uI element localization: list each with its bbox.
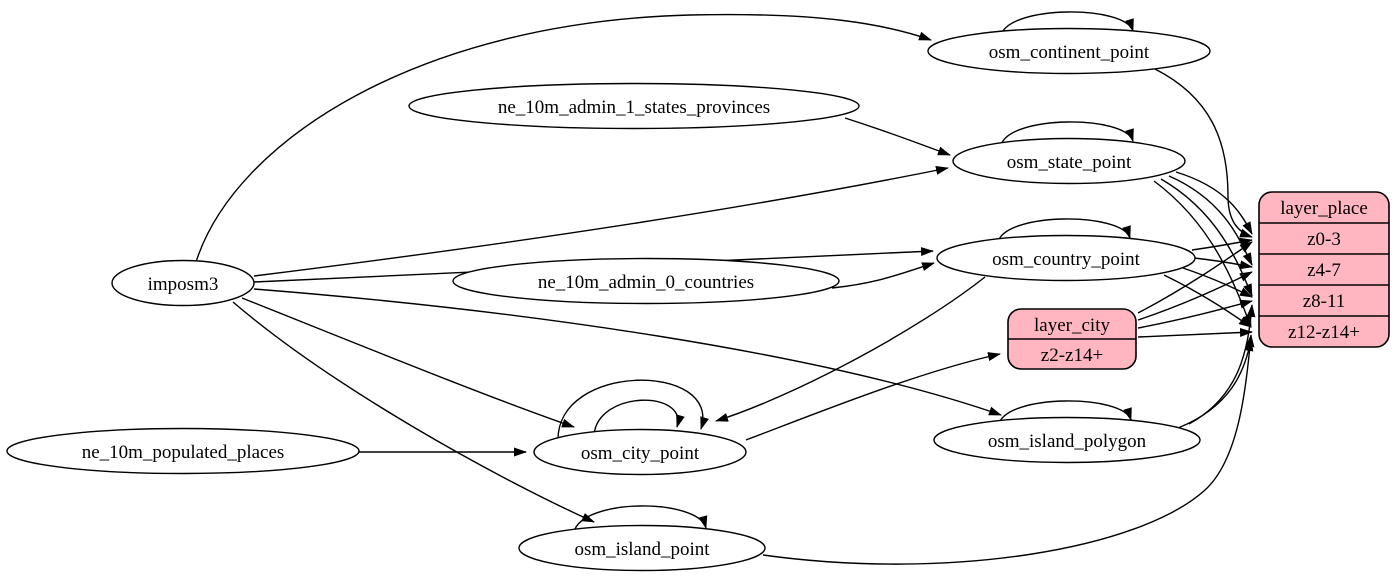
- edge-layer_city-layer_place-z8-11: [1137, 299, 1253, 329]
- node-ne_10m_admin_0_countries-shape: [452, 257, 840, 305]
- record-layer_city-header: layer_city: [1034, 315, 1110, 336]
- node-ne_10m_admin_0_countries-label: ne_10m_admin_0_countries: [538, 272, 754, 293]
- edge-layer_city-layer_place-z0-3: [1137, 241, 1253, 314]
- node-osm_country_point-shape: [936, 234, 1196, 282]
- node-ne_10m_admin_1_states_provinces: ne_10m_admin_1_states_provinces: [408, 82, 860, 130]
- edge-layer_city-layer_place-z4-7: [1137, 271, 1253, 321]
- edge-osm_city_point-layer_city: [745, 352, 1001, 441]
- node-ne_10m_admin_1_states_provinces-label: ne_10m_admin_1_states_provinces: [498, 97, 770, 118]
- node-ne_10m_admin_1_states_provinces-shape: [408, 82, 860, 130]
- node-imposm3: imposm3: [111, 259, 255, 307]
- node-imposm3-label: imposm3: [148, 274, 219, 295]
- self-loop-osm_island_point: [573, 505, 708, 533]
- self-loop-osm_country_point: [997, 218, 1131, 243]
- edge-osm_continent_point-layer_place-z0-3: [1154, 68, 1253, 238]
- node-osm_island_polygon: osm_island_polygon: [933, 416, 1201, 464]
- record-layer_place-box: [1258, 191, 1390, 348]
- node-osm_island_point: osm_island_point: [518, 524, 766, 572]
- record-layer_place-row-z0-3: z0-3: [1307, 229, 1341, 250]
- node-ne_10m_populated_places-label: ne_10m_populated_places: [82, 442, 285, 463]
- node-osm_country_point: osm_country_point: [936, 234, 1196, 282]
- record-layer_place-row-z4-7: z4-7: [1307, 260, 1341, 281]
- edge-layer_city-layer_place-z12-z14: [1137, 327, 1253, 338]
- node-osm_city_point-shape: [533, 428, 747, 476]
- record-layer_city-row-z2-z14: z2-z14+: [1041, 345, 1103, 366]
- node-osm_island_point-label: osm_island_point: [574, 539, 710, 560]
- edge-osm_island_point-layer_place-z12-z14: [762, 334, 1255, 565]
- edge-ne_10m_admin_1_states_provinces-osm_state_point: [844, 117, 951, 156]
- node-osm_island_point-shape: [518, 524, 766, 572]
- edge-imposm3-osm_continent_point: [195, 13, 932, 263]
- self-loop-osm_city_point-inner: [593, 399, 685, 436]
- edge-osm_country_point-layer_place-z12-z14: [1163, 274, 1252, 328]
- edge-imposm3-osm_city_point: [241, 297, 575, 428]
- self-loop-osm_state_point: [1000, 121, 1134, 146]
- edge-imposm3-osm_island_polygon: [253, 288, 1002, 416]
- self-loop-osm_continent_point: [1000, 11, 1134, 36]
- self-loop-osm_island_polygon: [998, 400, 1132, 425]
- node-osm_country_point-label: osm_country_point: [992, 249, 1140, 270]
- record-layer_place-header: layer_place: [1280, 198, 1368, 219]
- edge-osm_state_point-layer_place-z8-11: [1160, 178, 1253, 297]
- node-osm_city_point-label: osm_city_point: [581, 443, 700, 464]
- record-layer_place-row-z12-z14: z12-z14+: [1288, 322, 1360, 343]
- edge-osm_country_point-layer_place-z0-3: [1191, 237, 1253, 251]
- node-ne_10m_admin_0_countries: ne_10m_admin_0_countries: [452, 257, 840, 305]
- node-osm_island_polygon-label: osm_island_polygon: [988, 431, 1147, 452]
- node-osm_city_point: osm_city_point: [533, 428, 747, 476]
- node-ne_10m_populated_places-shape: [6, 427, 360, 475]
- node-osm_state_point-shape: [952, 137, 1186, 185]
- self-loop-osm_city_point-outer: [557, 379, 709, 442]
- node-osm_continent_point-label: osm_continent_point: [989, 42, 1150, 63]
- edge-osm_state_point-layer_place-z4-7: [1168, 175, 1253, 266]
- edge-imposm3-osm_island_point: [232, 301, 595, 523]
- edge-ne_10m_admin_0_countries-osm_country_point: [831, 262, 935, 289]
- node-osm_state_point-label: osm_state_point: [1007, 152, 1132, 173]
- node-ne_10m_populated_places: ne_10m_populated_places: [6, 427, 360, 475]
- node-imposm3-shape: [111, 259, 255, 307]
- node-osm_continent_point-shape: [927, 27, 1211, 75]
- node-osm_state_point: osm_state_point: [952, 137, 1186, 185]
- edges: [195, 11, 1256, 565]
- record-layer_place: layer_place z0-3 z4-7 z8-11 z12-z14+: [1258, 191, 1390, 348]
- record-layer_place-row-z8-11: z8-11: [1303, 291, 1346, 312]
- node-osm_continent_point: osm_continent_point: [927, 27, 1211, 75]
- edge-osm_state_point-layer_place-z0-3: [1175, 171, 1253, 235]
- edge-imposm3-osm_state_point: [253, 165, 949, 277]
- edge-osm_country_point-osm_city_point: [715, 276, 986, 422]
- record-layer_city: layer_city z2-z14+: [1007, 308, 1137, 370]
- edge-osm_country_point-layer_place-z4-7: [1193, 257, 1253, 270]
- edge-osm_state_point-layer_place-z12-z14: [1153, 180, 1252, 328]
- node-osm_island_polygon-shape: [933, 416, 1201, 464]
- edge-osm_island_polygon-layer_place-z12-z14: [1177, 338, 1254, 429]
